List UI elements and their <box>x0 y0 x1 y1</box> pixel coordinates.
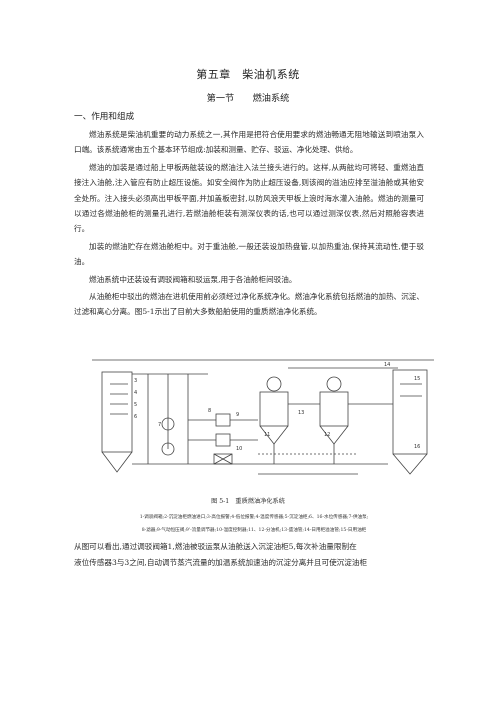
diagram-label-11: 11 <box>264 432 270 438</box>
legend-line-2: 8-滤器;9-气动恒压阀;9'-流量调节器;10-温度控制器;11、12-分油机… <box>141 527 367 533</box>
diagram-label-15: 15 <box>414 376 420 382</box>
section-title: 第一节 燃油系统 <box>206 93 290 104</box>
diagram-label-6: 6 <box>134 414 137 420</box>
bottom-line-2: 液位传感器3与3之间,自动调节蒸汽流量的加温系统加速油的沉淀分离并且可使沉淀油柜 <box>74 558 368 567</box>
bottom-line-1: 从图可以看出,通过调驳阀箱1,燃油被驳运泵从油舱送入沉淀油柜5,每次补油量限制在 <box>74 542 357 551</box>
diagram-label-8: 8 <box>208 408 211 414</box>
separator-2 <box>319 391 349 427</box>
paragraph-3: 加装的燃油贮存在燃油舱柜中。对于重油舱,一般还装设加热盘管,以加热重油,保持其流… <box>74 241 424 267</box>
diagram-label-7: 7 <box>158 422 161 428</box>
body-text: 燃油系统是柴油机重要的动力系统之一,其作用是把符合使用要求的燃油畅通无阻地输送到… <box>74 127 424 322</box>
diagram-label-10: 10 <box>236 446 242 452</box>
heater <box>213 453 233 465</box>
diagram-label-14: 14 <box>384 362 390 368</box>
supply-pump-1 <box>161 417 175 431</box>
filter-2 <box>215 433 231 447</box>
diagram-label-3: 3 <box>134 378 137 384</box>
diagram-label-13: 13 <box>298 410 304 416</box>
figure-legend: 1-调驳阀箱;2-沉淀油柜燃油进口;3-高位报警;4-低位报警;4-温度传感器;… <box>84 512 424 537</box>
paragraph-4: 燃油系统中还装设有调驳阀箱和驳运泵,用于各油舱柜间驳油。 <box>89 274 297 284</box>
diagram-label-9: 9 <box>236 412 239 418</box>
diagram-label-16: 16 <box>414 444 420 450</box>
filter-1 <box>215 413 231 427</box>
chapter-title: 第五章 柴油机系统 <box>196 68 300 81</box>
paragraph-5: 从油舱柜中驳出的燃油在进机使用前必须经过净化系统净化。燃油净化系统包括燃油的加热… <box>74 292 424 317</box>
separator-1 <box>259 391 289 427</box>
supply-pump-2 <box>161 442 175 456</box>
diagram-label-5: 5 <box>134 402 137 408</box>
section-heading: 一、作用和组成 <box>74 112 135 122</box>
daily-service-tank <box>392 369 428 455</box>
figure-caption: 图 5-1 重质燃油净化系统 <box>211 498 285 505</box>
bottom-text: 从图可以看出,通过调驳阀箱1,燃油被驳运泵从油舱送入沉淀油柜5,每次补油量限制在… <box>74 539 424 571</box>
paragraph-1: 燃油系统是柴油机重要的动力系统之一,其作用是把符合使用要求的燃油畅通无阻地输送到… <box>74 130 424 155</box>
fuel-purification-diagram: 3 4 5 6 7 8 9 10 11 12 13 14 15 16 <box>92 359 434 475</box>
legend-line-1: 1-调驳阀箱;2-沉淀油柜燃油进口;3-高位报警;4-低位报警;4-温度传感器;… <box>139 515 369 520</box>
diagram-label-4: 4 <box>134 390 137 396</box>
settling-tank <box>101 371 133 453</box>
diagram-label-12: 12 <box>324 432 330 438</box>
paragraph-2: 燃油的加装是通过船上甲板两舷装设的燃油注入法兰接头进行的。这样,从两舷均可将轻、… <box>74 162 424 234</box>
